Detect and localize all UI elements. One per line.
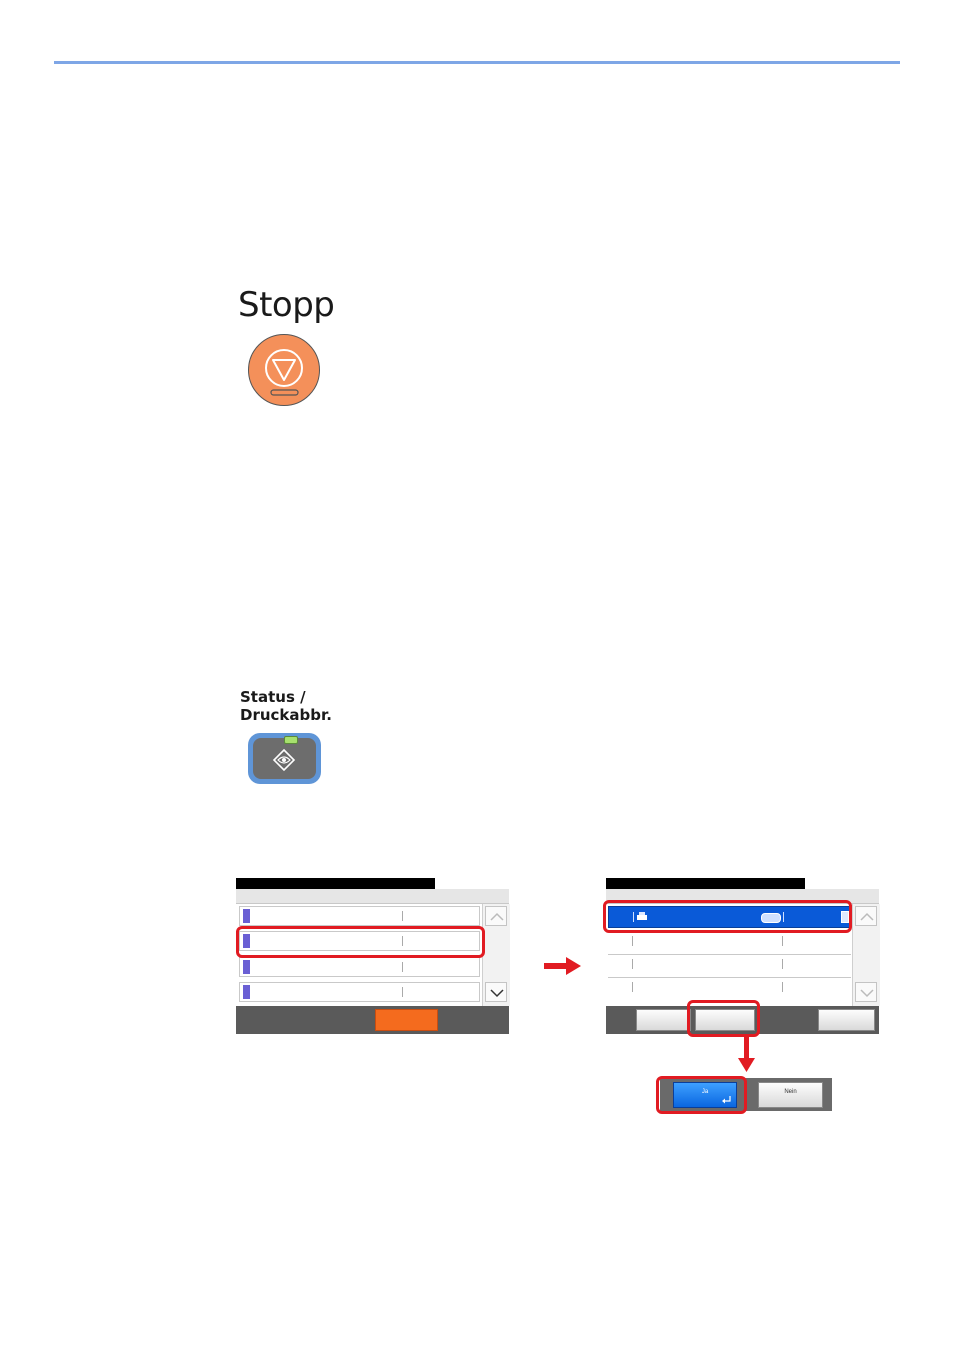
- footer-button-cancel[interactable]: [695, 1009, 755, 1031]
- cancel-job-button[interactable]: [375, 1009, 438, 1031]
- screen-title-bar: [606, 878, 805, 889]
- scroll-down-button[interactable]: [485, 982, 507, 1002]
- stop-key[interactable]: [248, 334, 320, 406]
- status-badge: [761, 913, 781, 923]
- chevron-up-icon: [490, 912, 504, 921]
- job-row[interactable]: [608, 932, 851, 955]
- red-arrow-icon: [544, 957, 581, 975]
- scrollbar[interactable]: [852, 904, 880, 1006]
- job-row[interactable]: [239, 982, 480, 1002]
- red-arrow-icon: [738, 1036, 755, 1072]
- chevron-up-icon: [860, 912, 874, 921]
- highlight-frame-job-row: [236, 926, 485, 958]
- stop-icon: [265, 349, 303, 396]
- screen-title-bar: [236, 878, 435, 889]
- enter-return-icon: [722, 1096, 731, 1104]
- screen-footer: [606, 1006, 879, 1034]
- status-key-label: Status / Druckabbr.: [240, 688, 332, 724]
- footer-button-left[interactable]: [636, 1009, 691, 1031]
- job-detail-screen: [606, 878, 880, 1034]
- diamond-eye-icon: [272, 748, 296, 772]
- document-icon: [841, 911, 849, 923]
- job-row[interactable]: [239, 957, 480, 977]
- screen-footer: [236, 1006, 509, 1034]
- footer-button-right[interactable]: [818, 1009, 875, 1031]
- scroll-up-button[interactable]: [485, 906, 507, 926]
- job-row-selected[interactable]: [239, 931, 480, 951]
- highlight-frame-selected-row: [603, 900, 852, 933]
- highlight-frame-cancel-button: [687, 1000, 760, 1037]
- printer-icon: [637, 912, 647, 920]
- stop-key-label: Stopp: [238, 285, 335, 325]
- status-led: [284, 736, 298, 744]
- header-rule: [54, 61, 900, 64]
- job-row[interactable]: [608, 955, 851, 978]
- scroll-up-button[interactable]: [855, 906, 877, 926]
- status-key[interactable]: [248, 733, 321, 784]
- yes-button[interactable]: Ja: [673, 1082, 737, 1108]
- column-header-bar: [236, 889, 509, 904]
- job-row[interactable]: [608, 978, 851, 1002]
- scrollbar[interactable]: [482, 904, 510, 1006]
- job-row[interactable]: [239, 906, 480, 926]
- highlight-frame-yes-button: [656, 1076, 747, 1114]
- chevron-down-icon: [860, 989, 874, 998]
- no-button[interactable]: Nein: [758, 1082, 823, 1108]
- scroll-down-button[interactable]: [855, 982, 877, 1002]
- job-row-selected[interactable]: [608, 906, 851, 928]
- chevron-down-icon: [490, 989, 504, 998]
